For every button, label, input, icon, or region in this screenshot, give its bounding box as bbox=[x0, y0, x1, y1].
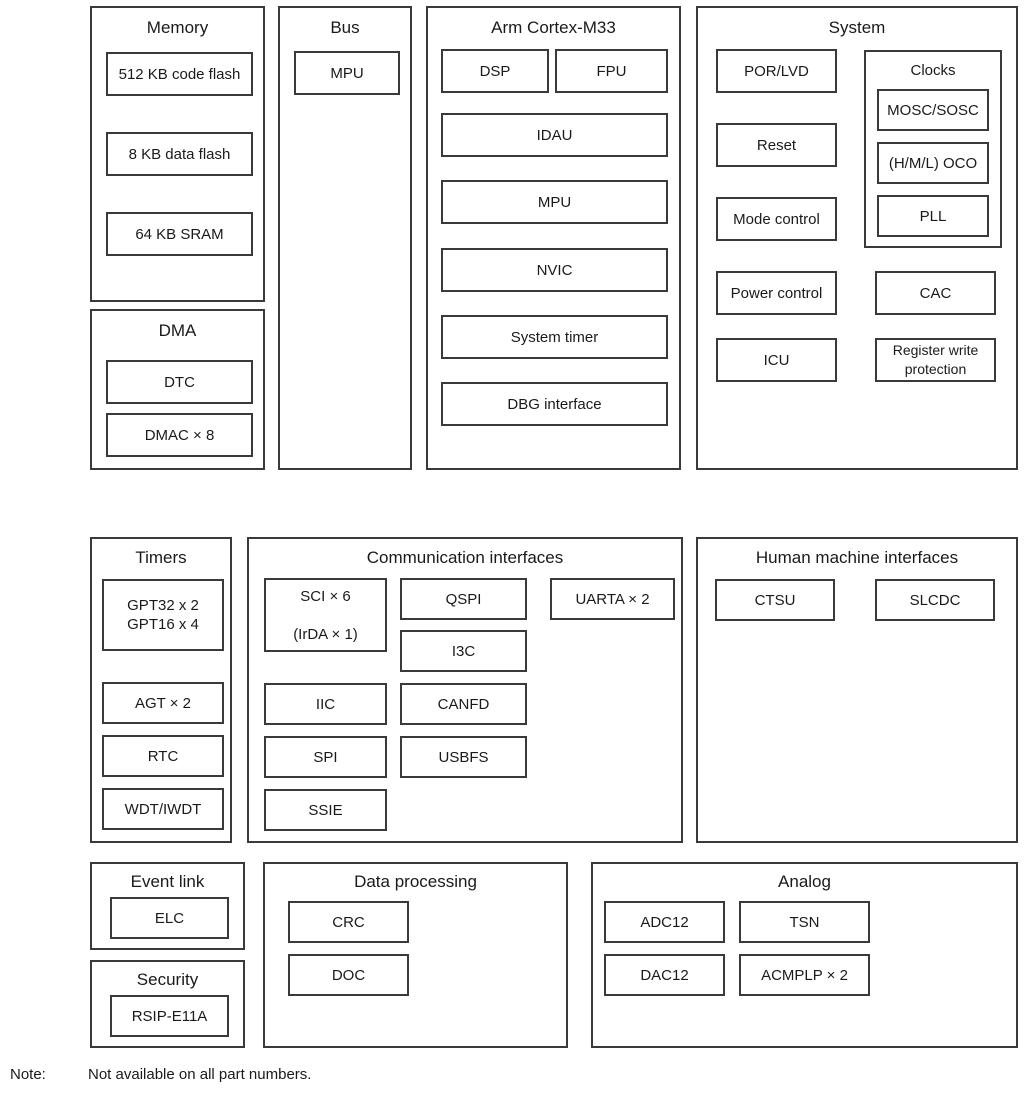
block-code-flash: 512 KB code flash bbox=[106, 52, 253, 96]
block-sram: 64 KB SRAM bbox=[106, 212, 253, 256]
block-acmplp: ACMPLP × 2 bbox=[739, 954, 870, 996]
panel-system-title: System bbox=[828, 18, 886, 37]
block-canfd: CANFD bbox=[400, 683, 527, 725]
panel-timers: Timers GPT32 x 2 GPT16 x 4 AGT × 2 RTC W… bbox=[90, 537, 232, 843]
panel-event-link-title: Event link bbox=[130, 872, 205, 891]
block-spi: SPI bbox=[264, 736, 387, 778]
block-pll: PLL bbox=[877, 195, 989, 237]
panel-analog-title: Analog bbox=[778, 872, 831, 891]
panel-event-link: Event link ELC bbox=[90, 862, 245, 950]
block-power-control: Power control bbox=[716, 271, 837, 315]
block-wdt-iwdt: WDT/IWDT bbox=[102, 788, 224, 830]
panel-hmi-title: Human machine interfaces bbox=[755, 548, 959, 567]
note-text: Not available on all part numbers. bbox=[88, 1066, 312, 1083]
panel-communication-interfaces: Communication interfaces SCI × 6 (IrDA ×… bbox=[247, 537, 683, 843]
block-por-lvd: POR/LVD bbox=[716, 49, 837, 93]
panel-cortex-title: Arm Cortex-M33 bbox=[491, 18, 616, 37]
block-usbfs: USBFS bbox=[400, 736, 527, 778]
block-mode-control: Mode control bbox=[716, 197, 837, 241]
block-doc: DOC bbox=[288, 954, 409, 996]
panel-memory: Memory 512 KB code flash 8 KB data flash… bbox=[90, 6, 265, 302]
block-cortex-mpu: MPU bbox=[441, 180, 668, 224]
panel-security-title: Security bbox=[136, 970, 199, 989]
panel-human-machine-interfaces: Human machine interfaces CTSU SLCDC bbox=[696, 537, 1018, 843]
block-i3c: I3C bbox=[400, 630, 527, 672]
block-qspi: QSPI bbox=[400, 578, 527, 620]
block-slcdc: SLCDC bbox=[875, 579, 995, 621]
block-cac: CAC bbox=[875, 271, 996, 315]
block-dsp: DSP bbox=[441, 49, 549, 93]
block-idau: IDAU bbox=[441, 113, 668, 157]
block-crc: CRC bbox=[288, 901, 409, 943]
panel-system: System POR/LVD Reset Mode control Power … bbox=[696, 6, 1018, 470]
panel-dma: DMA DTC DMAC × 8 bbox=[90, 309, 265, 470]
panel-data-processing: Data processing CRC DOC bbox=[263, 862, 568, 1048]
block-agt: AGT × 2 bbox=[102, 682, 224, 724]
panel-timers-title: Timers bbox=[135, 548, 187, 567]
panel-memory-title: Memory bbox=[146, 18, 209, 37]
block-data-flash: 8 KB data flash bbox=[106, 132, 253, 176]
block-register-write-protection: Register write protection bbox=[875, 338, 996, 382]
panel-bus: Bus MPU bbox=[278, 6, 412, 470]
panel-data-processing-title: Data processing bbox=[354, 872, 477, 891]
panel-dma-title: DMA bbox=[158, 321, 197, 340]
block-gpt: GPT32 x 2 GPT16 x 4 bbox=[102, 579, 224, 651]
block-icu: ICU bbox=[716, 338, 837, 382]
block-reset: Reset bbox=[716, 123, 837, 167]
block-ssie: SSIE bbox=[264, 789, 387, 831]
panel-security: Security RSIP-E11A bbox=[90, 960, 245, 1048]
panel-clocks-title: Clocks bbox=[910, 62, 956, 79]
block-hml-oco: (H/M/L) OCO bbox=[877, 142, 989, 184]
block-rtc: RTC bbox=[102, 735, 224, 777]
block-system-timer: System timer bbox=[441, 315, 668, 359]
note-label: Note: bbox=[10, 1066, 46, 1083]
block-tsn: TSN bbox=[739, 901, 870, 943]
block-ctsu: CTSU bbox=[715, 579, 835, 621]
block-dac12: DAC12 bbox=[604, 954, 725, 996]
panel-analog: Analog ADC12 TSN DAC12 ACMPLP × 2 bbox=[591, 862, 1018, 1048]
block-nvic: NVIC bbox=[441, 248, 668, 292]
block-rsip-e11a: RSIP-E11A bbox=[110, 995, 229, 1037]
block-dtc: DTC bbox=[106, 360, 253, 404]
panel-clocks: Clocks MOSC/SOSC (H/M/L) OCO PLL bbox=[864, 50, 1002, 248]
block-iic: IIC bbox=[264, 683, 387, 725]
block-dbg-interface: DBG interface bbox=[441, 382, 668, 426]
block-mosc-sosc: MOSC/SOSC bbox=[877, 89, 989, 131]
block-uarta: UARTA × 2 bbox=[550, 578, 675, 620]
block-fpu: FPU bbox=[555, 49, 668, 93]
panel-comm-title: Communication interfaces bbox=[366, 548, 564, 567]
block-adc12: ADC12 bbox=[604, 901, 725, 943]
block-bus-mpu: MPU bbox=[294, 51, 400, 95]
note-row: Note: Not available on all part numbers. bbox=[10, 1065, 1010, 1085]
panel-bus-title: Bus bbox=[330, 18, 360, 37]
block-dmac: DMAC × 8 bbox=[106, 413, 253, 457]
block-sci: SCI × 6 (IrDA × 1) bbox=[264, 578, 387, 652]
block-elc: ELC bbox=[110, 897, 229, 939]
panel-arm-cortex-m33: Arm Cortex-M33 DSP FPU IDAU MPU NVIC Sys… bbox=[426, 6, 681, 470]
